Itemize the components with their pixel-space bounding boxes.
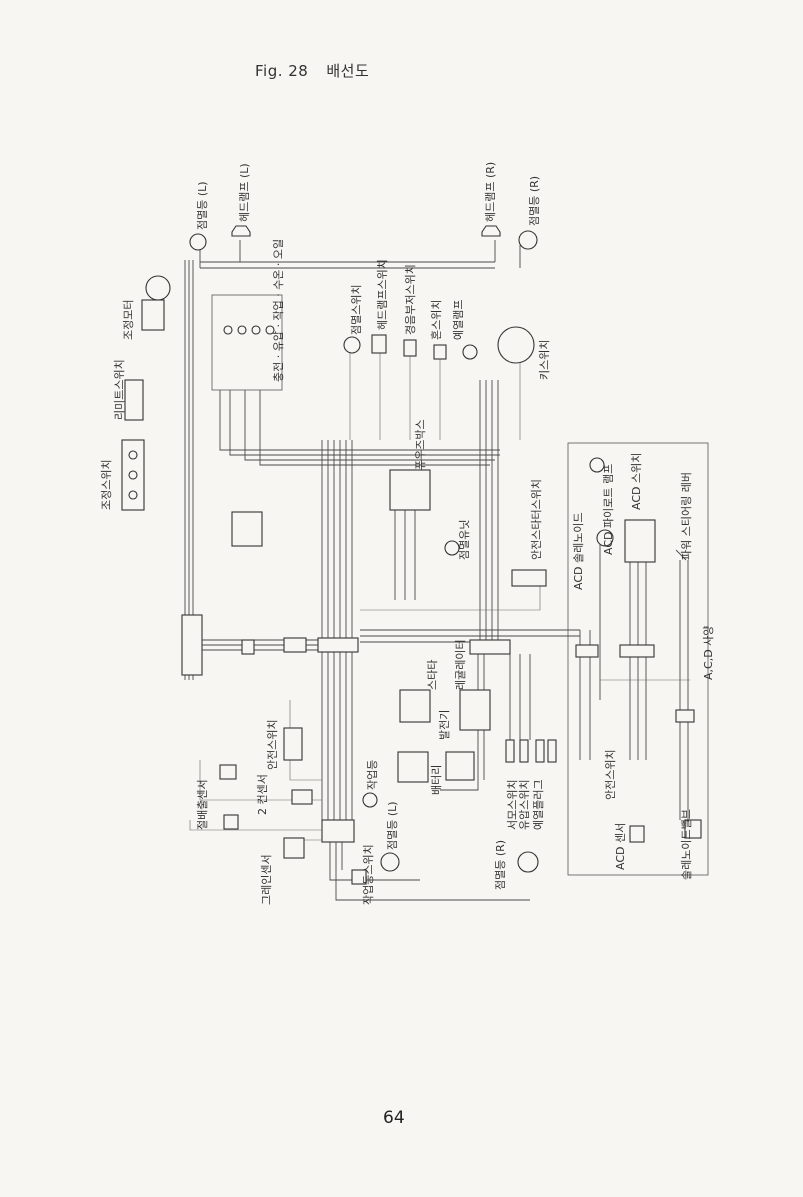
label-hazard-switch: 경음부저스위치: [404, 264, 417, 335]
acd-sensor-symbol: [629, 825, 645, 843]
label-acd-spec: A,C,D 사양: [702, 626, 715, 680]
glow-plug-symbol: [535, 739, 545, 763]
label-fuse-box: 퓨우즈박스: [414, 419, 427, 470]
acd-option-box: [567, 442, 709, 876]
label-work-light-l-bottom: 점멸등 (L): [386, 801, 399, 850]
fuse-box-symbol: [389, 469, 431, 511]
acd-switch-symbol: [624, 519, 656, 563]
label-glow-sensor: 그레인센서: [260, 854, 273, 905]
label-flasher-switch: 점멸스위치: [350, 284, 363, 335]
control-motor-body: [141, 299, 165, 331]
label-starter: 스타타: [426, 660, 439, 690]
label-acd-switch: ACD 스위치: [630, 453, 643, 510]
work-lamp-switch-symbol: [351, 869, 367, 885]
work-light-right-bottom-symbol: [517, 851, 539, 873]
indicator-cluster-box: [211, 294, 283, 391]
work-light-right-symbol: [518, 230, 538, 250]
label-thermo-switch: 서모스위치: [506, 779, 519, 830]
key-switch-symbol: [497, 326, 535, 364]
label-generator: 발전기: [438, 710, 451, 740]
flasher-unit-symbol: [444, 540, 460, 556]
label-glow-plug: 예열플러그: [532, 779, 545, 830]
fig-label: Fig. 28: [255, 62, 309, 80]
page-title: Fig. 28 배선도: [255, 60, 387, 81]
label-preheat-lamp: 예열램프: [452, 300, 465, 340]
relay-block: [231, 511, 263, 547]
work-light-left-symbol: [189, 233, 207, 251]
harness-wires: [181, 240, 580, 901]
label-work-lamp-switch: 작업등스위치: [362, 844, 375, 905]
label-flasher-unit: 점멸유닛: [458, 520, 471, 560]
oil-pressure-switch-symbol: [519, 739, 529, 763]
label-acd-pilot-lamp: ACD 파이로트 램프: [602, 464, 615, 555]
acd-wires: [575, 520, 695, 820]
safety-switch-symbol: [283, 727, 303, 761]
label-horn-switch: 혼스위치: [430, 300, 443, 340]
label-indicator-cluster: 충전 · 유압 · 작업 · 수온 · 오일: [271, 239, 285, 382]
label-control-motor: 조정모터: [122, 300, 135, 340]
label-limit-switch: 리미트스위치: [113, 359, 126, 420]
buzzer-symbol: [291, 789, 313, 805]
control-motor-symbol: [145, 275, 171, 301]
label-work-light-left: 점멸등 (L): [196, 181, 209, 230]
label-headlamp-left: 헤드램프 (L): [238, 163, 251, 222]
label-acd-sensor: ACD 센서: [614, 823, 627, 870]
safety-starter-switch-symbol: [511, 569, 547, 587]
label-fuel-sender: 절배출센서: [196, 779, 209, 830]
headlamp-left-symbol: [231, 225, 251, 237]
label-safety-starter-switch: 안전스타터스위치: [530, 479, 543, 560]
label-safety-switch: 안전스위치: [266, 719, 279, 770]
headlamp-switch-symbol: [371, 334, 387, 354]
label-work-light-right: 점멸등 (R): [528, 176, 541, 226]
glow-sensor-symbol: [283, 837, 305, 859]
solenoid-valve-symbol: [684, 819, 702, 839]
page-number: 64: [383, 1108, 405, 1128]
label-work-light-r-bottom: 점멸등 (R): [494, 840, 507, 890]
label-acd-solenoid: ACD 솔레노이드: [572, 512, 585, 590]
label-key-switch: 키스위치: [538, 340, 551, 380]
generator-symbol: [445, 751, 475, 781]
regulator-symbol: [459, 689, 491, 731]
acd-pilot-indicator: [589, 457, 605, 473]
work-lamp-symbol: [362, 792, 378, 808]
work-light-left-bottom-symbol: [380, 852, 400, 872]
title-text: 배선도: [326, 62, 370, 80]
label-battery: 배터리: [430, 765, 443, 795]
power-steering-symbol: [675, 549, 687, 561]
label-safety-switch-acd: 안전스위치: [604, 749, 617, 800]
starter-symbol: [399, 689, 431, 723]
label-work-lamp: 작업등: [366, 760, 379, 790]
battery-symbol: [397, 751, 429, 783]
label-headlamp-switch: 헤드램프스위치: [376, 259, 389, 330]
hazard-switch-symbol: [403, 339, 417, 357]
flasher-switch-symbol: [343, 336, 361, 354]
label-power-steering: 파워 스티어링 레버: [680, 472, 693, 560]
headlamp-right-symbol: [481, 225, 501, 237]
label-solenoid-valve: 솔레노이드밸브: [680, 809, 693, 880]
label-headlamp-right: 헤드램프 (R): [484, 162, 497, 222]
thermo-switch-symbol: [505, 739, 515, 763]
label-oil-pressure-switch: 유압스위치: [518, 779, 531, 830]
limit-switch-symbol: [124, 379, 144, 421]
label-buzzer: 2 컨센서: [256, 774, 269, 815]
fuel-sender-symbol: [219, 764, 237, 780]
label-regulator: 레귤레이터: [454, 639, 467, 690]
preheat-lamp-symbol: [462, 344, 478, 360]
horn-switch-symbol: [433, 344, 447, 360]
acd-solenoid-symbol: [596, 529, 614, 547]
label-adjust-switch: 조정스위치: [100, 459, 113, 510]
